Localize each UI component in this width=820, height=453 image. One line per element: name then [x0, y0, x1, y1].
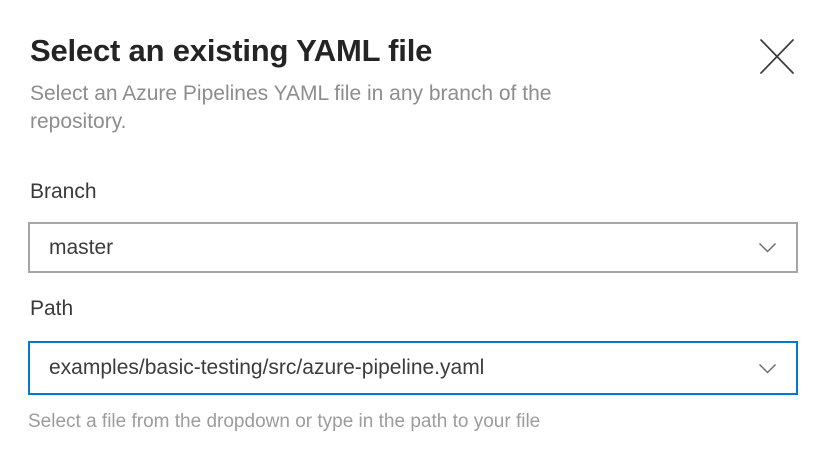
branch-dropdown[interactable]: master — [28, 222, 798, 273]
dialog-subtitle: Select an Azure Pipelines YAML file in a… — [30, 82, 552, 133]
path-label: Path — [30, 297, 74, 320]
close-icon — [759, 38, 795, 75]
close-button[interactable] — [757, 36, 797, 76]
chevron-down-icon — [758, 242, 777, 253]
path-dropdown[interactable]: examples/basic-testing/src/azure-pipelin… — [28, 341, 798, 395]
branch-label: Branch — [30, 180, 97, 203]
path-dropdown-value: examples/basic-testing/src/azure-pipelin… — [49, 356, 485, 379]
path-hint-text: Select a file from the dropdown or type … — [28, 411, 541, 432]
page-title: Select an existing YAML file — [30, 33, 433, 68]
branch-dropdown-value: master — [49, 235, 114, 259]
chevron-down-icon — [758, 363, 777, 374]
